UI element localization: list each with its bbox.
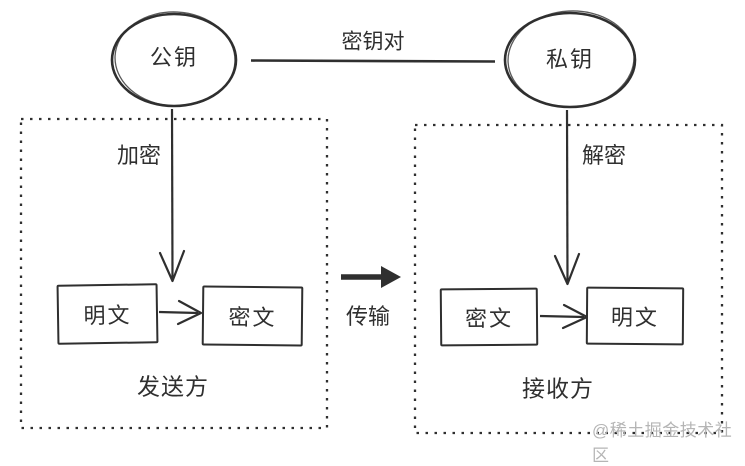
decrypt-arrow xyxy=(553,109,581,286)
sender-plaintext-box: 明文 xyxy=(56,283,159,345)
receiver-title: 接收方 xyxy=(522,375,594,402)
receiver-ciphertext-label: 密文 xyxy=(464,305,514,332)
public-key-label: 公钥 xyxy=(149,45,199,70)
sender-ciphertext-label: 密文 xyxy=(228,304,277,331)
diagram-shapes-layer xyxy=(19,10,724,435)
watermark: @稀土掘金技术社区 xyxy=(592,421,733,465)
sender-title: 发送方 xyxy=(137,373,209,400)
private-key-ellipse xyxy=(503,10,637,109)
private-key-label: 私钥 xyxy=(545,47,595,72)
sender-plaintext-label: 明文 xyxy=(83,302,132,329)
encrypt-label: 加密 xyxy=(116,143,162,168)
decrypt-label: 解密 xyxy=(581,143,627,168)
receiver-dashed-box xyxy=(413,123,724,435)
receiver-ciphertext-box: 密文 xyxy=(439,287,539,347)
sender-ciphertext-box: 密文 xyxy=(201,285,304,347)
receiver-plaintext-box: 明文 xyxy=(585,286,685,346)
receiver-internal-arrow xyxy=(539,303,589,330)
sender-internal-arrow xyxy=(158,299,203,326)
encrypt-arrow xyxy=(158,108,186,283)
transmission-label: 传输 xyxy=(345,304,391,329)
transmission-arrow xyxy=(341,266,401,288)
key-pair-label: 密钥对 xyxy=(341,30,405,54)
public-key-ellipse xyxy=(110,11,238,108)
key-pair-line xyxy=(250,59,496,63)
receiver-plaintext-label: 明文 xyxy=(610,304,660,331)
sender-dashed-box xyxy=(19,117,329,430)
encryption-diagram: 公钥 私钥 密钥对 加密 解密 传输 明文 密文 密文 明文 发送方 接收方 @… xyxy=(19,10,732,465)
